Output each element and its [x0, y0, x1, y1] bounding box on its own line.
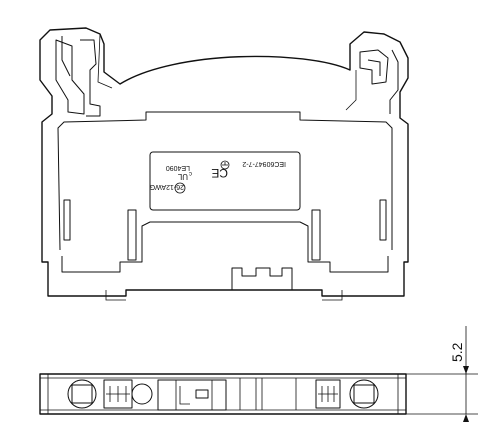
label-code-text: LE4090	[166, 164, 190, 171]
ul-mark-text: UL	[177, 172, 188, 181]
ground-symbol-icon	[220, 160, 230, 170]
dimension-value-text: 5.2	[449, 342, 465, 362]
label-standard-text: IEC60947-7-2	[242, 160, 286, 167]
ce-mark-text: CE	[211, 166, 228, 180]
terminal-block-top-view	[39, 373, 407, 415]
marking-label-plate	[149, 151, 301, 211]
c-mark-text: c	[189, 170, 192, 176]
height-dimension: 5.2	[406, 326, 478, 422]
terminal-block-front-view: 26-12AWG LE4090 IEC60947-7-2 CE UL c	[39, 27, 409, 301]
ul-recognized-icon	[174, 182, 186, 194]
label-rating-text: 26-12AWG	[150, 183, 184, 190]
